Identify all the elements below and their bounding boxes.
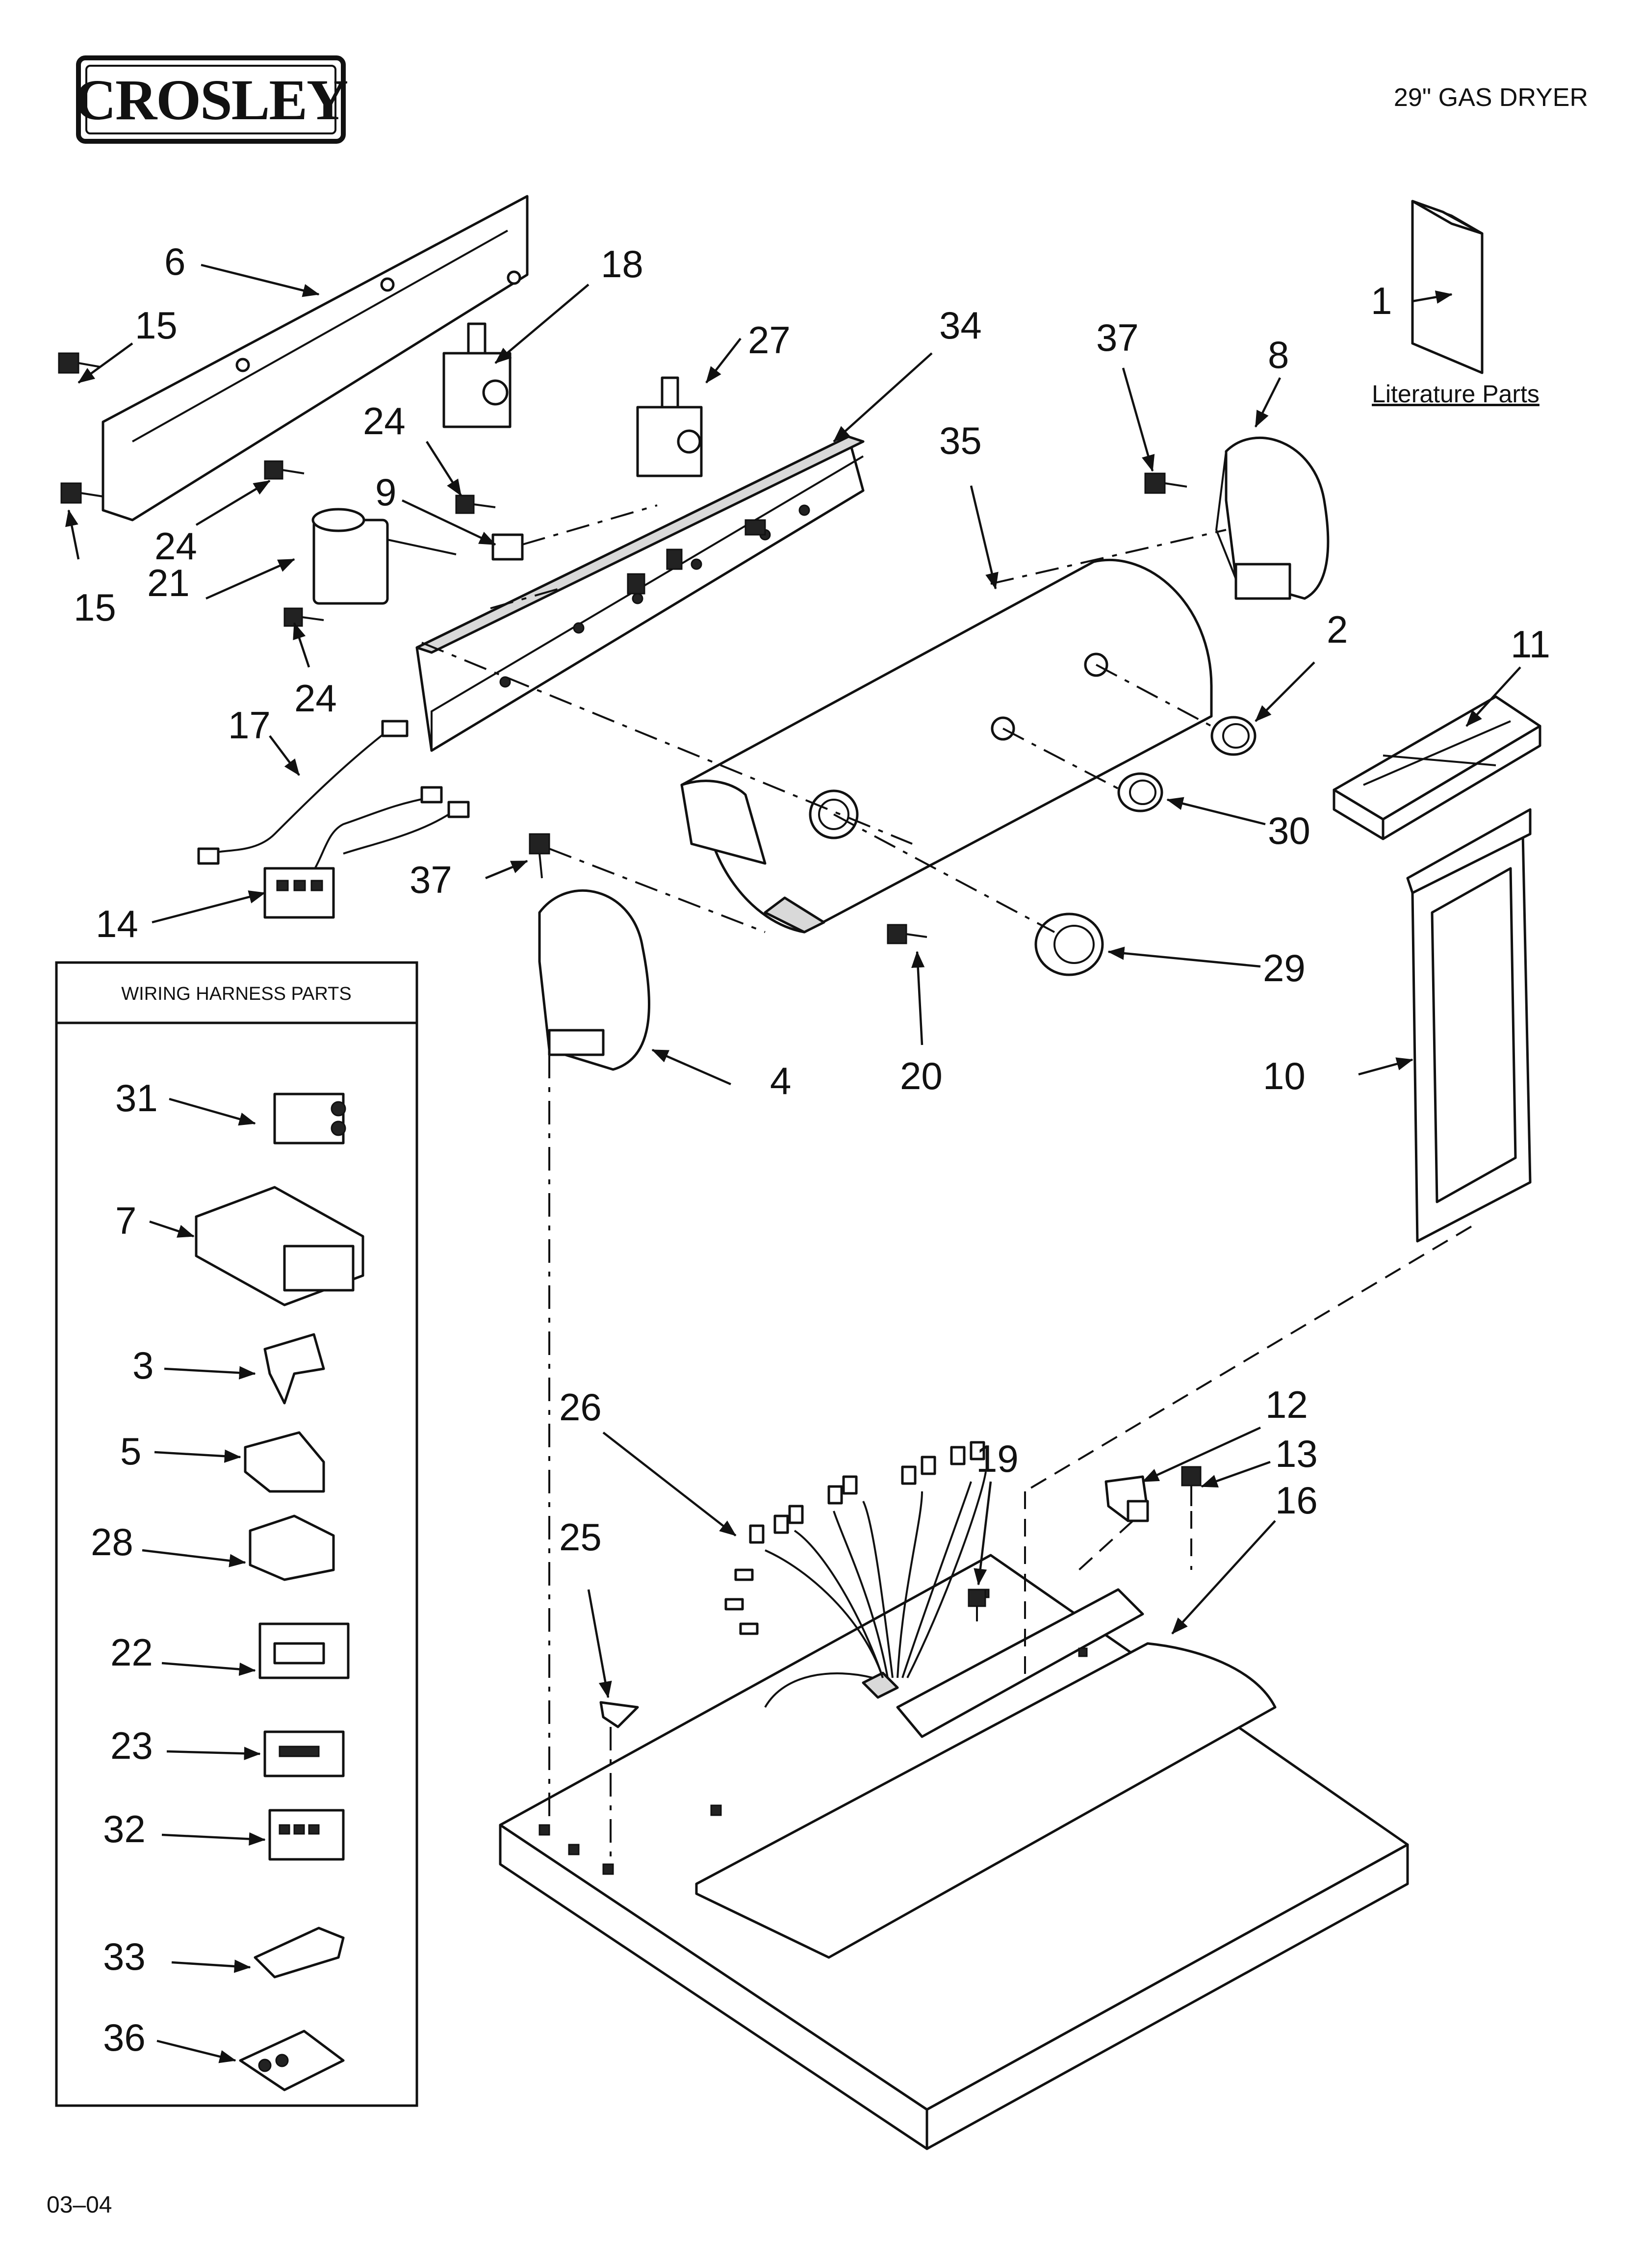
- connector-9-part: [491, 533, 524, 561]
- brand-logo: CROSLEY: [75, 55, 348, 144]
- callout-numbers: 1 2 4 6 8 9 10 11 12 13 14 15 15 15 16 1…: [74, 240, 1550, 2059]
- wiring-harness-box: WIRING HARNESS PARTS: [55, 961, 418, 2107]
- wiring-part-31: [273, 1093, 346, 1145]
- callout-37-top: 37: [1096, 316, 1139, 359]
- screw-37-a: [1144, 472, 1187, 494]
- knob-2-part: [1210, 716, 1257, 756]
- callout-16: 16: [1275, 1479, 1318, 1522]
- assembly-lines: [421, 504, 1472, 1864]
- callout-21: 21: [147, 561, 190, 604]
- wiring-callout-5: 5: [120, 1430, 141, 1473]
- callout-10: 10: [1263, 1054, 1306, 1097]
- callout-35: 35: [939, 419, 982, 462]
- wiring-callout-36: 36: [103, 2016, 146, 2059]
- callout-24-low: 24: [294, 677, 337, 720]
- wire-harness-17-part: [197, 720, 470, 884]
- callout-29: 29: [1263, 946, 1306, 990]
- screw-20: [887, 924, 927, 944]
- timer-21-part: [311, 508, 457, 605]
- callout-27: 27: [748, 318, 791, 362]
- brand-name: CROSLEY: [75, 68, 347, 132]
- screw-15-upper: [58, 352, 101, 374]
- callout-30: 30: [1268, 809, 1310, 852]
- callout-20: 20: [900, 1054, 943, 1097]
- callout-1: 1: [1371, 279, 1392, 322]
- callout-13: 13: [1275, 1432, 1318, 1475]
- lint-duct-10-part: [1406, 808, 1532, 1243]
- callout-12: 12: [1265, 1383, 1308, 1426]
- callout-24-left: 24: [154, 524, 197, 568]
- wiring-part-5: [244, 1431, 325, 1493]
- callout-8: 8: [1268, 333, 1289, 376]
- wiring-part-36: [239, 2030, 345, 2091]
- wiring-callout-3: 3: [132, 1344, 154, 1387]
- wire-harness-26-part: [724, 1441, 987, 1708]
- literature-parts-label: Literature Parts: [1372, 380, 1539, 408]
- dryer-top-part: [499, 1554, 1409, 2150]
- switch-27-part: [636, 376, 703, 477]
- callout-17: 17: [228, 704, 271, 747]
- callout-26: 26: [559, 1385, 602, 1429]
- connector-14-part: [263, 867, 335, 919]
- screw-37-b: [529, 833, 550, 879]
- callout-9: 9: [375, 470, 396, 514]
- knob-30-part: [1117, 772, 1163, 812]
- screw-15-lower: [60, 482, 103, 504]
- wiring-part-3: [263, 1333, 325, 1405]
- wiring-part-23: [263, 1730, 345, 1777]
- callout-18: 18: [601, 242, 643, 286]
- callout-34: 34: [939, 304, 982, 347]
- model-title: 29" GAS DRYER: [1394, 83, 1588, 112]
- lint-screen-11-part: [1333, 695, 1541, 840]
- callout-24-mid: 24: [363, 399, 406, 443]
- document-code: 03–04: [47, 2192, 112, 2218]
- wiring-callout-22: 22: [110, 1631, 153, 1674]
- literature-book-part: [1411, 200, 1484, 374]
- knob-29-part: [1034, 912, 1104, 976]
- end-cap-right-part: [1215, 436, 1330, 600]
- callout-19: 19: [976, 1437, 1019, 1480]
- callout-15-top: 15: [135, 304, 178, 347]
- callout-6: 6: [164, 240, 185, 283]
- console-part: [680, 558, 1213, 934]
- wiring-part-32: [268, 1809, 345, 1861]
- screw-19: [968, 1589, 986, 1621]
- screw-24-a: [264, 460, 305, 480]
- callout-15-bottom: 15: [74, 586, 116, 629]
- wiring-callout-28: 28: [91, 1520, 133, 1564]
- screw-24-b: [455, 495, 496, 514]
- wiring-callout-23: 23: [110, 1724, 153, 1767]
- screw-24-c: [283, 607, 324, 627]
- end-cap-left-part: [538, 889, 650, 1071]
- callout-11: 11: [1511, 623, 1550, 666]
- callout-leaders: [65, 263, 1521, 2063]
- screw-13: [1181, 1466, 1202, 1506]
- switch-18-part: [442, 322, 512, 428]
- wiring-callout-32: 32: [103, 1807, 146, 1851]
- bracket-12-part: [1104, 1475, 1149, 1522]
- wiring-callout-7: 7: [115, 1199, 136, 1242]
- callout-25: 25: [559, 1515, 602, 1559]
- wiring-part-33: [254, 1927, 345, 1979]
- callout-37-left: 37: [410, 858, 452, 901]
- wiring-callout-31: 31: [115, 1076, 158, 1120]
- wiring-part-22: [258, 1622, 350, 1679]
- wiring-callout-33: 33: [103, 1935, 146, 1978]
- console-bracket-part: [415, 435, 865, 752]
- callout-14: 14: [96, 902, 138, 945]
- callout-4: 4: [770, 1059, 791, 1102]
- wiring-part-7: [195, 1186, 364, 1306]
- callout-2: 2: [1327, 608, 1348, 651]
- wiring-part-28: [249, 1514, 335, 1581]
- clip-25-part: [599, 1701, 639, 1728]
- wiring-box-title: WIRING HARNESS PARTS: [121, 984, 351, 1004]
